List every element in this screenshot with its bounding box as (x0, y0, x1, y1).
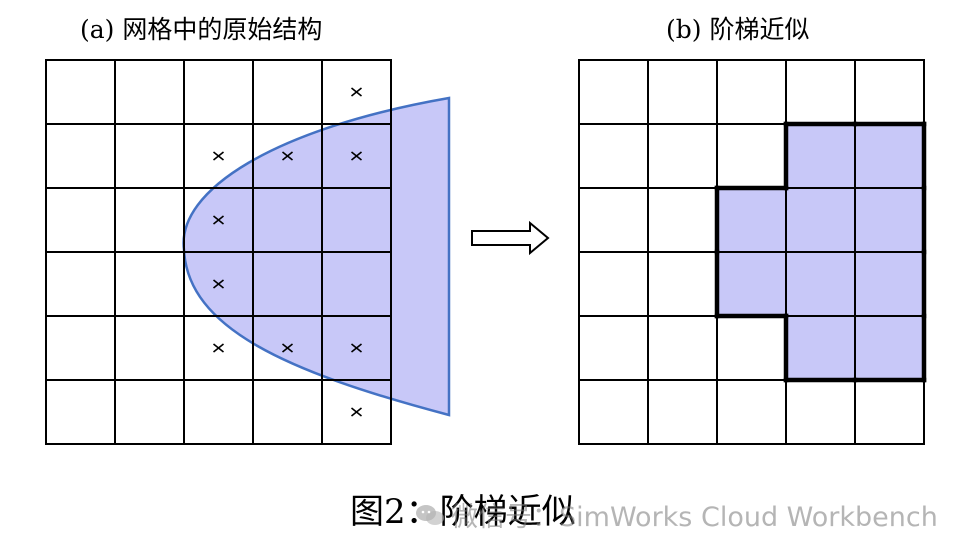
grid-cell (854, 379, 925, 445)
panel-b-title: (b) 阶梯近似 (666, 15, 810, 44)
original-structure-shape (182, 96, 451, 417)
grid-cell (578, 251, 649, 317)
staircase-cell (854, 251, 925, 317)
grid-cell (45, 251, 116, 317)
grid-cell (785, 379, 856, 445)
grid-cell (114, 123, 185, 189)
cell-marker-icon (351, 87, 362, 97)
grid-cell (114, 315, 185, 381)
grid-cell (854, 59, 925, 125)
cell-marker-icon (282, 151, 293, 161)
watermark: 微信号：SimWorks Cloud Workbench (415, 495, 938, 534)
cell-marker-icon (351, 151, 362, 161)
staircase-cell (716, 187, 787, 253)
grid-cell (45, 59, 116, 125)
panel-a-grid (45, 59, 451, 445)
grid-cell (45, 315, 116, 381)
grid-cell (716, 123, 787, 189)
staircase-cell (854, 187, 925, 253)
grid-cell (114, 251, 185, 317)
grid-cell (578, 59, 649, 125)
staircase-cell (854, 315, 925, 381)
cell-marker-icon (351, 407, 362, 417)
grid-cell (716, 315, 787, 381)
staircase-cell (785, 187, 856, 253)
cell-marker-icon (213, 343, 224, 353)
grid-cell (578, 379, 649, 445)
cell-marker-icon (213, 215, 224, 225)
staircase-cell (785, 251, 856, 317)
grid-cell (114, 187, 185, 253)
grid-cell (252, 59, 323, 125)
grid-cell (578, 123, 649, 189)
staircase-cell (854, 123, 925, 189)
grid-cell (45, 187, 116, 253)
grid-cell (647, 59, 718, 125)
cell-marker-icon (282, 343, 293, 353)
right-arrow-icon (471, 220, 550, 256)
grid-cell (647, 123, 718, 189)
staircase-cell (785, 123, 856, 189)
grid-cell (114, 59, 185, 125)
cell-marker-icon (213, 151, 224, 161)
grid-cell (647, 187, 718, 253)
grid-cell (716, 379, 787, 445)
cell-marker-icon (213, 279, 224, 289)
watermark-text: 微信号：SimWorks Cloud Workbench (451, 502, 938, 533)
grid-cell (114, 379, 185, 445)
grid-cell (183, 379, 254, 445)
staircase-cell (716, 251, 787, 317)
grid-cell (647, 251, 718, 317)
cell-marker-icon (351, 343, 362, 353)
wechat-icon (416, 504, 444, 525)
staircase-cell (785, 315, 856, 381)
grid-cell (785, 59, 856, 125)
grid-cell (321, 379, 392, 445)
grid-cell (647, 315, 718, 381)
grid-cell (578, 187, 649, 253)
grid-cell (183, 59, 254, 125)
grid-cell (45, 123, 116, 189)
figure-caption: 图2：阶梯近似 (350, 492, 576, 532)
grid-cell (45, 379, 116, 445)
grid-cell (647, 379, 718, 445)
grid-cell (252, 379, 323, 445)
panel-a-title: (a) 网格中的原始结构 (80, 15, 323, 44)
panel-b-grid (578, 59, 927, 445)
grid-cell (578, 315, 649, 381)
grid-cell (716, 59, 787, 125)
